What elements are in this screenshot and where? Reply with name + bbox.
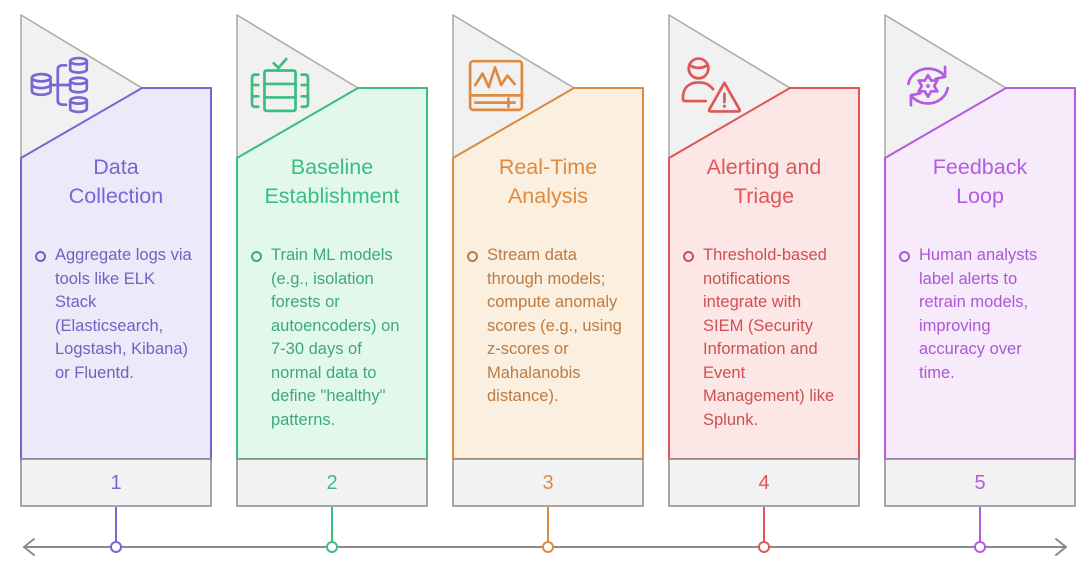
- bullet-icon: [899, 251, 910, 262]
- step-card-alerting-and-triage: Alerting and Triage Threshold-based noti…: [668, 0, 860, 562]
- list-item: Aggregate logs via tools like ELK Stack …: [35, 244, 206, 385]
- step-description: Train ML models (e.g., isolation forests…: [251, 244, 422, 432]
- card-shape: [20, 14, 212, 507]
- step-number-box: [452, 458, 644, 507]
- step-title: Feedback Loop: [932, 155, 1028, 208]
- database-check-icon: [250, 57, 310, 113]
- card-body: [452, 87, 644, 460]
- step-title: Data Collection: [68, 155, 164, 208]
- list-item: Train ML models (e.g., isolation forests…: [251, 244, 422, 432]
- step-number: 1: [110, 471, 122, 494]
- card-shape: [668, 14, 860, 507]
- card-shape: [452, 14, 644, 507]
- list-item: Stream data through models; compute anom…: [467, 244, 638, 409]
- step-title: Real-Time Analysis: [498, 155, 598, 208]
- step-card-feedback-loop: Feedback Loop Human analysts label alert…: [884, 0, 1076, 562]
- card-body: [236, 87, 428, 460]
- timeline-connector: [115, 507, 117, 545]
- timeline-node: [758, 541, 770, 553]
- bullet-icon: [467, 251, 478, 262]
- card-shape: [884, 14, 1076, 507]
- step-number-box: [884, 458, 1076, 507]
- step-number-box: [668, 458, 860, 507]
- timeline-connector: [547, 507, 549, 545]
- card-body: [668, 87, 860, 460]
- monitor-waveform-icon: [468, 59, 524, 112]
- step-card-data-collection: Data Collection Aggregate logs via tools…: [20, 0, 212, 562]
- timeline-node: [110, 541, 122, 553]
- step-number-box: [20, 458, 212, 507]
- step-card-baseline-establishment: Baseline Establishment Train ML models (…: [236, 0, 428, 562]
- step-description: Threshold-based notifications integrate …: [683, 244, 854, 432]
- timeline-node: [974, 541, 986, 553]
- bullet-icon: [251, 251, 262, 262]
- step-description: Human analysts label alerts to retrain m…: [899, 244, 1070, 385]
- step-description: Aggregate logs via tools like ELK Stack …: [35, 244, 206, 385]
- refresh-gear-icon: [906, 65, 950, 107]
- timeline-node: [542, 541, 554, 553]
- timeline-node: [326, 541, 338, 553]
- database-aggregation-icon: [30, 56, 89, 114]
- card-body: [20, 87, 212, 460]
- bullet-icon: [35, 251, 46, 262]
- step-title: Alerting and Triage: [706, 155, 822, 208]
- step-title: Baseline Establishment: [264, 155, 400, 208]
- step-number: 2: [326, 471, 338, 494]
- arrowhead-left-icon: [23, 538, 35, 556]
- step-number: 5: [974, 471, 986, 494]
- step-description: Stream data through models; compute anom…: [467, 244, 638, 409]
- card-shape: [236, 14, 428, 507]
- step-number-box: [236, 458, 428, 507]
- timeline-connector: [763, 507, 765, 545]
- card-body: [884, 87, 1076, 460]
- user-alert-icon: [681, 57, 742, 113]
- list-item: Human analysts label alerts to retrain m…: [899, 244, 1070, 385]
- timeline-connector: [331, 507, 333, 545]
- step-card-real-time-analysis: Real-Time Analysis Stream data through m…: [452, 0, 644, 562]
- step-number: 3: [542, 471, 554, 494]
- bullet-icon: [683, 251, 694, 262]
- timeline-connector: [979, 507, 981, 545]
- arrowhead-right-icon: [1055, 538, 1067, 556]
- list-item: Threshold-based notifications integrate …: [683, 244, 854, 432]
- step-number: 4: [758, 471, 770, 494]
